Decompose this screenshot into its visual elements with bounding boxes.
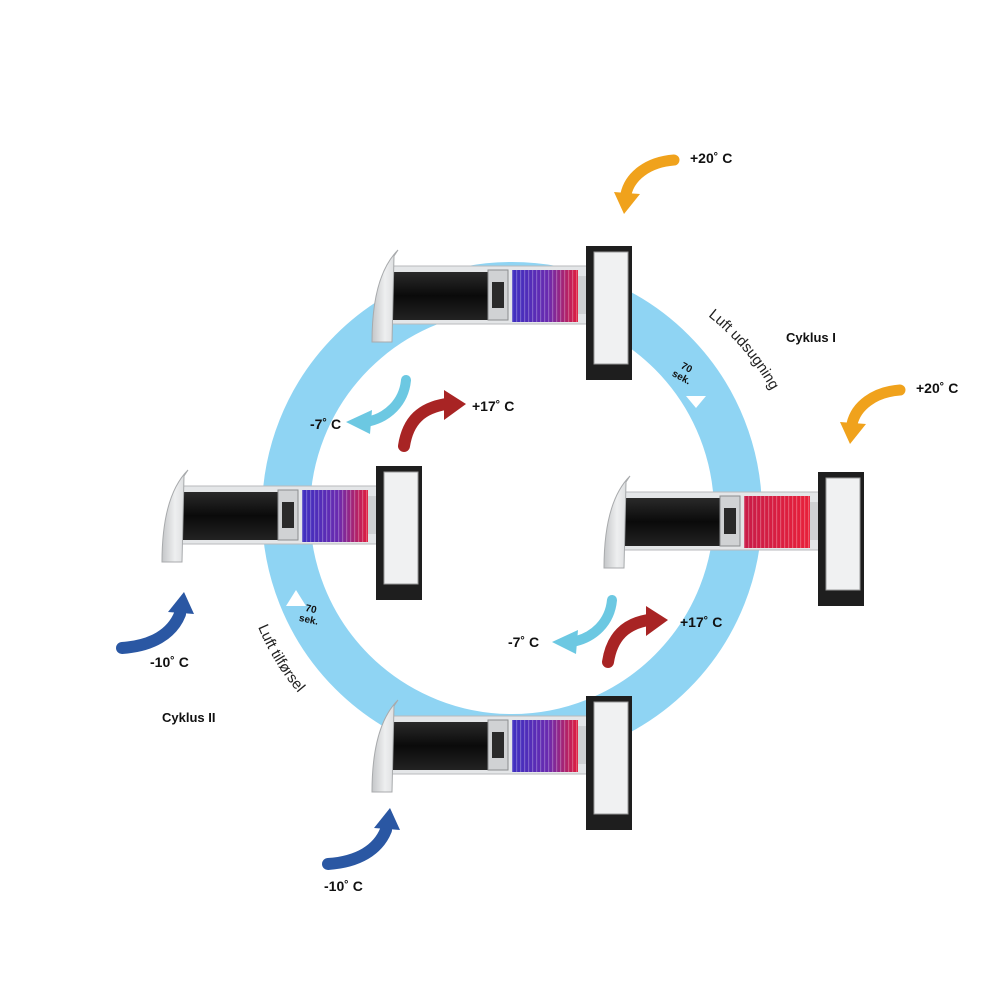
ventilation-unit-right [603,472,864,606]
temp-label-right: +20˚ C [916,380,959,396]
unit-right-fan-motor [724,508,736,534]
unit-right-exchanger-fins [744,496,810,548]
unit-bottom-panel-cover [593,701,629,815]
arrow-blue-left [116,592,194,654]
unit-top-exchanger-fins [512,270,578,322]
temp-label-inner-right-warm: +17˚ C [680,614,723,630]
unit-right-panel-cover [825,477,861,591]
unit-bottom-outer-hood [371,699,399,793]
arrow-orange-top [614,154,680,214]
unit-bottom-fan-motor [492,732,504,758]
arrow-orange-right [840,384,906,444]
unit-top-outer-hood [371,249,399,343]
arrow-red-right [602,606,668,668]
direction-triangle-right [686,396,706,408]
unit-top-fan-tube [392,272,488,320]
cycle-2-label: Cyklus II [162,710,216,725]
temp-label-bottom-outdoor: -10˚ C [324,878,363,894]
unit-bottom-exchanger-fins [512,720,578,772]
ventilation-unit-left [161,466,422,600]
temp-label-inner-left-cold: -7˚ C [310,416,342,432]
unit-right-fan-tube [624,498,720,546]
unit-left-panel-cover [383,471,419,585]
unit-left-fan-tube [182,492,278,540]
direction-triangle-left [286,590,306,606]
ventilation-unit-bottom [371,696,632,830]
unit-right-outer-hood [603,475,631,569]
arrow-cyan-left [346,375,411,434]
unit-top-fan-motor [492,282,504,308]
unit-left-exchanger-fins [302,490,368,542]
unit-left-outer-hood [161,469,189,563]
temp-label-top: +20˚ C [690,150,733,166]
unit-top-panel-cover [593,251,629,365]
ventilation-unit-top [371,246,632,380]
temp-label-left-outdoor: -10˚ C [150,654,189,670]
arrow-cyan-right [552,595,617,654]
temp-label-inner-left-warm: +17˚ C [472,398,515,414]
temp-label-inner-right-cold: -7˚ C [508,634,540,650]
unit-left-fan-motor [282,502,294,528]
arrow-red-left [398,390,466,452]
arrow-blue-bottom [322,808,400,870]
unit-bottom-fan-tube [392,722,488,770]
cycle-1-label: Cyklus I [786,330,836,345]
